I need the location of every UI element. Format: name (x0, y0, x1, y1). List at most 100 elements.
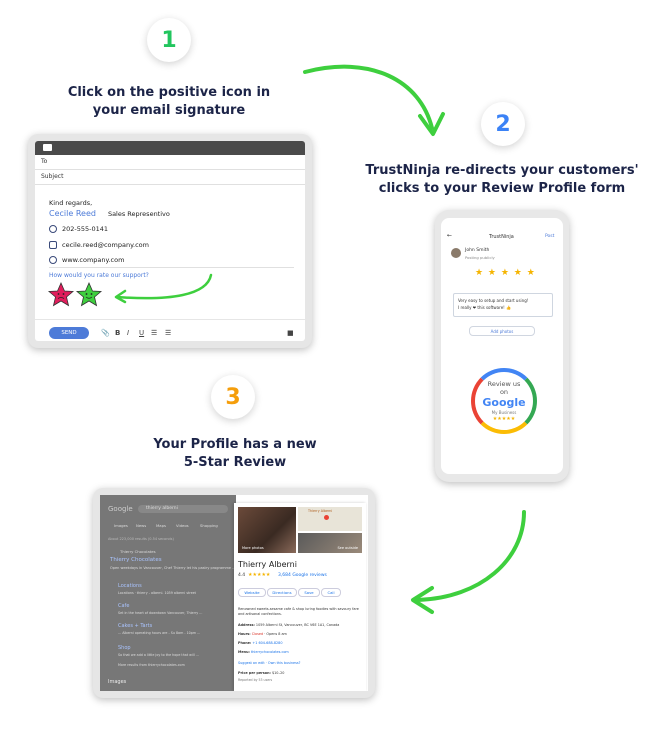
attach-icon[interactable]: 📎 (101, 329, 110, 337)
arrow-step2-to-step3-head (411, 586, 434, 614)
review-count-link[interactable]: 3,684 Google reviews (278, 573, 327, 578)
italic-button[interactable]: I (127, 329, 130, 337)
tab-news[interactable]: News (136, 523, 147, 528)
trash-icon[interactable]: ■ (287, 329, 294, 337)
sitelink-cafe[interactable]: Cafe (118, 603, 130, 609)
map-pin-icon (324, 515, 329, 520)
rating-value: 4.4 (238, 573, 246, 578)
subject-field[interactable]: Subject (35, 170, 305, 185)
tab-videos[interactable]: Videos (176, 523, 189, 528)
result-title-link[interactable]: Thierry Chocolates (110, 557, 162, 563)
google-review-badge[interactable]: Review us on Google My Business ★★★★★ (471, 368, 537, 434)
signature-name: Cecile Reed (49, 209, 96, 218)
arrow-step1-to-step2 (303, 64, 434, 130)
add-photos-label: Add photos (490, 328, 514, 334)
price-label: Price per person: (238, 671, 271, 675)
review-text-line2: I really ❤ this software! 👍 (458, 305, 512, 310)
reviewer-sub: Posting publicly (465, 255, 495, 260)
signature-email-row: cecile.reed@company.com (49, 241, 149, 249)
underline-button[interactable]: U (139, 329, 145, 337)
call-button[interactable]: Call (321, 588, 341, 597)
see-outside-label: See outside (337, 546, 358, 550)
phone-device: ← TrustNinja Post John Smith Posting pub… (435, 210, 569, 482)
globe-icon (49, 256, 57, 264)
google-search-screen: Google thierry alberni Images News Maps … (100, 495, 368, 691)
step-3-caption-line2: 5-Star Review (183, 455, 287, 470)
envelope-icon (49, 241, 57, 249)
click-hint-arrow (114, 273, 213, 304)
post-button[interactable]: Post (545, 234, 555, 239)
more-results-link[interactable]: More results from thierrychocolates.com (118, 663, 185, 667)
bold-button[interactable]: B (115, 329, 121, 337)
review-textarea[interactable]: Very easy to setup and start using! I re… (453, 293, 553, 317)
search-input[interactable] (138, 505, 228, 513)
reviewer-avatar (451, 248, 461, 258)
business-description: Renowned sweets-sesame cafe & shop lurin… (238, 607, 359, 616)
hours-closed: Closed (251, 632, 264, 636)
to-label: To (41, 158, 48, 165)
mail-icon (43, 144, 52, 151)
google-logo: Google (108, 505, 133, 513)
phone-header-title: TrustNinja (489, 234, 514, 240)
website-button[interactable]: Website (238, 588, 266, 597)
business-photo[interactable]: More photos (238, 507, 296, 553)
search-query: thierry alberni (146, 506, 178, 511)
phone-label: Phone: (238, 641, 252, 645)
reviewer-name: John Smith (465, 248, 490, 253)
sitelink-shop[interactable]: Shop (118, 645, 131, 651)
sitelink-cakes[interactable]: Cakes + Tarts (118, 623, 153, 629)
sitelink-shop-desc: So that we add a little joy to the hope … (118, 653, 199, 657)
add-photos-button[interactable]: Add photos (469, 326, 535, 336)
step-2-caption: TrustNinja re-directs your customers' cl… (352, 162, 652, 198)
sitelink-locations-desc: Locations · thierry - alberni. 1059 albe… (118, 591, 196, 595)
step-1-caption-line2: your email signature (92, 103, 246, 118)
rating-stars: ★★★★★ (248, 572, 271, 578)
step-3-caption: Your Profile has a new 5-Star Review (120, 436, 350, 472)
phone-icon (49, 225, 57, 233)
sitelink-cakes-desc: ... Alberni operating hours are - Su 8am… (118, 631, 201, 635)
save-button[interactable]: Save (298, 588, 320, 597)
star-rating[interactable]: ★ ★ ★ ★ ★ (475, 268, 536, 278)
map-thumbnail[interactable]: Thierry Alberni (298, 507, 362, 531)
hours-label: Hours: (238, 632, 251, 636)
menu-link[interactable]: thierrychocolates.com (250, 650, 289, 654)
website-label: Website (244, 590, 260, 595)
step-1-badge: 1 (147, 18, 191, 62)
sitelink-locations[interactable]: Locations (118, 583, 142, 589)
search-results-pane: Google thierry alberni Images News Maps … (100, 495, 236, 691)
rating-icons (47, 282, 103, 307)
price-value: $10–20 (271, 671, 285, 675)
signature-phone-row: 202-555-0141 (49, 225, 108, 233)
badge-google-logo: Google (482, 396, 526, 409)
step-3-badge: 3 (211, 375, 255, 419)
result-site: Thierry Chocolates (120, 549, 156, 554)
knowledge-panel: More photos Thierry Alberni See outside … (234, 503, 366, 691)
phone-link[interactable]: +1 604-688-8280 (252, 641, 283, 645)
to-field[interactable]: To (35, 155, 305, 170)
rating-prompt: How would you rate our support? (49, 272, 149, 279)
toolbar-divider (35, 319, 305, 320)
address-value: 1059 Alberni St, Vancouver, BC V6E 1A1, … (255, 623, 340, 627)
send-button[interactable]: SEND (49, 327, 89, 339)
numbered-list-icon[interactable]: ☰ (151, 329, 158, 337)
save-label: Save (304, 590, 314, 595)
badge-stars: ★★★★★ (492, 416, 516, 422)
review-text-line1: Very easy to setup and start using! (458, 298, 529, 303)
tab-shopping[interactable]: Shopping (200, 523, 218, 528)
greeting-text: Kind regards, (49, 199, 93, 207)
negative-star-icon (47, 282, 75, 307)
suggest-edit-link[interactable]: Suggest an edit · Own this business? (238, 661, 301, 665)
positive-star-icon (75, 282, 103, 307)
email-title-bar (35, 141, 305, 155)
tab-maps[interactable]: Maps (156, 523, 166, 528)
back-arrow-icon[interactable]: ← (447, 232, 453, 239)
badge-line2: on (499, 388, 509, 396)
tab-images[interactable]: Images (114, 523, 128, 528)
bullet-list-icon[interactable]: ☰ (165, 329, 172, 337)
outside-photo[interactable]: See outside (298, 533, 362, 553)
business-name: Thierry Alberni (238, 560, 297, 569)
step-3-number: 3 (225, 384, 241, 410)
hours-rest: · Opens 8 am (264, 632, 287, 636)
directions-button[interactable]: Directions (267, 588, 297, 597)
send-label: SEND (61, 330, 77, 336)
